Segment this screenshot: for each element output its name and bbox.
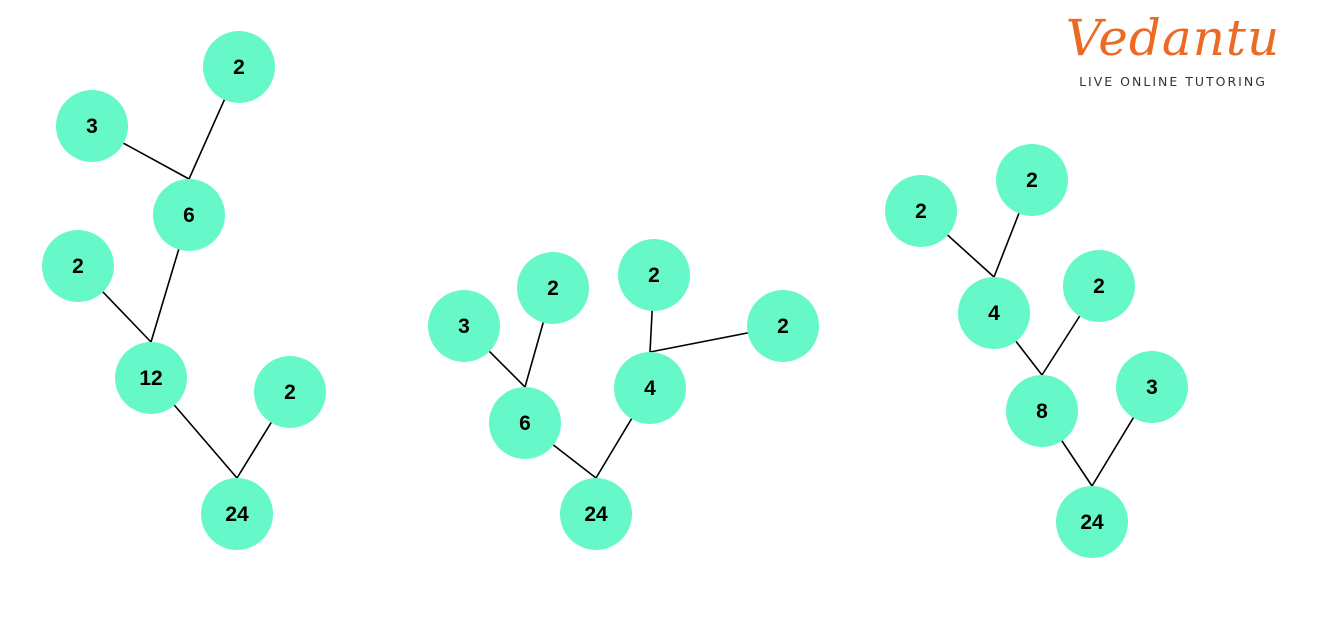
factor-tree-2: 24 6 4 3 2 2 2 [428,239,819,550]
tree-node-label: 24 [225,503,249,526]
tree-node-label: 3 [458,315,470,338]
tree-node [254,356,326,428]
tree-node-label: 3 [1146,376,1158,399]
tree-node-label: 24 [584,503,608,526]
tree-node-label: 2 [777,315,789,338]
tree-node-label: 2 [233,56,245,79]
tree-node-label: 6 [183,204,195,227]
tree-node-label: 2 [547,277,559,300]
tree-node [1116,351,1188,423]
vedantu-logo: Vedantu LIVE ONLINE TUTORING [1062,8,1284,89]
tree-node [517,252,589,324]
tree-node [1056,486,1128,558]
factor-tree-3: 24 8 3 4 2 2 2 [885,144,1188,558]
tree-node-label: 3 [86,115,98,138]
tree-node-label: 2 [72,255,84,278]
tree-node-label: 6 [519,412,531,435]
tree-node [42,230,114,302]
tree-node [56,90,128,162]
tree-node-label: 24 [1080,511,1104,534]
tree-node [560,478,632,550]
tree-node-label: 4 [644,377,656,400]
tree-node [996,144,1068,216]
logo-wordmark: Vedantu [1065,9,1281,67]
tree-node [1006,375,1078,447]
tree-node [115,342,187,414]
tree-node-label: 2 [648,264,660,287]
tree-node [428,290,500,362]
tree-node [1063,250,1135,322]
tree-node [614,352,686,424]
tree-node [489,387,561,459]
factor-tree-1: 24 12 2 2 6 3 2 [42,31,326,550]
tree-node [747,290,819,362]
tree-node [885,175,957,247]
tree-node [201,478,273,550]
tree-node-label: 8 [1036,400,1048,423]
logo-tagline: LIVE ONLINE TUTORING [1079,74,1267,89]
tree-node-label: 2 [284,381,296,404]
tree-node [618,239,690,311]
tree-node-label: 12 [139,367,162,390]
tree-node-label: 2 [1026,169,1038,192]
tree-node-label: 4 [988,302,1000,325]
tree-node [958,277,1030,349]
tree-node [153,179,225,251]
tree-node-label: 2 [915,200,927,223]
tree-node [203,31,275,103]
tree-node-label: 2 [1093,275,1105,298]
